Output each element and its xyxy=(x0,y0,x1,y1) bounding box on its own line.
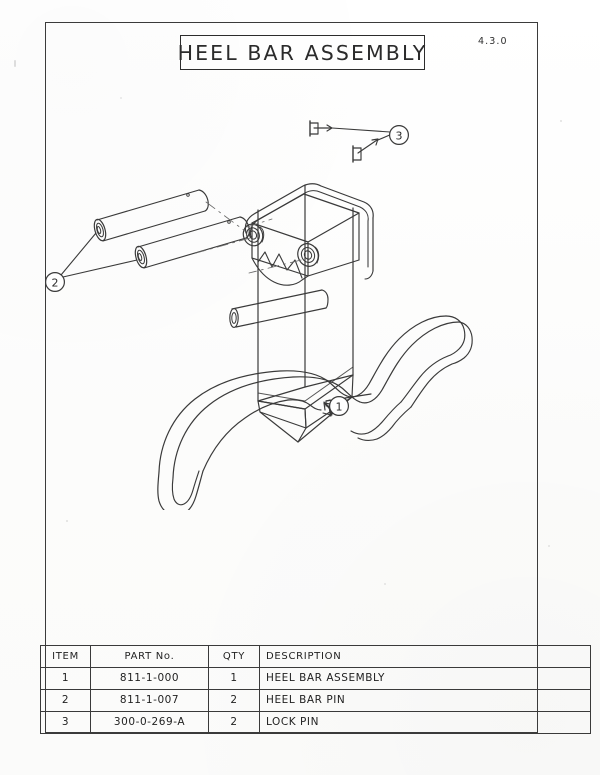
cell-qty: 2 xyxy=(208,711,260,734)
column-header-part-no: PART No. xyxy=(90,645,209,668)
assembly-drawing: 3 2 xyxy=(46,90,536,510)
table-row: 3 300-0-269-A 2 LOCK PIN xyxy=(40,711,591,734)
assembly-centerlines xyxy=(195,201,302,274)
cell-part-no: 300-0-269-A xyxy=(90,711,209,734)
callout-3: 3 xyxy=(331,124,410,145)
cell-item: 2 xyxy=(40,689,91,712)
column-header-item: ITEM xyxy=(40,645,91,668)
vertical-column xyxy=(257,184,354,443)
page-title: HEEL BAR ASSEMBLY xyxy=(177,40,428,65)
cell-item: 1 xyxy=(40,667,91,690)
scan-speck xyxy=(560,120,562,122)
parts-list-table: ITEM PART No. QTY DESCRIPTION 1 811-1-00… xyxy=(40,645,591,734)
scan-speck xyxy=(14,60,16,67)
lock-pin-lower xyxy=(352,138,379,163)
document-number: 4.3.0 xyxy=(478,36,508,47)
heel-bar-pin-lower xyxy=(134,216,250,269)
heel-bar-pin-upper xyxy=(93,189,209,242)
callout-1: 1 xyxy=(322,393,372,417)
cell-description: LOCK PIN xyxy=(259,711,591,734)
column-header-description: DESCRIPTION xyxy=(259,645,591,668)
callout-3-label: 3 xyxy=(396,129,403,142)
cell-part-no: 811-1-000 xyxy=(90,667,209,690)
cell-description: HEEL BAR PIN xyxy=(259,689,591,712)
cell-description: HEEL BAR ASSEMBLY xyxy=(259,667,591,690)
scan-speck xyxy=(548,545,550,547)
callout-2: 2 xyxy=(46,232,138,292)
lock-pin-upper xyxy=(309,120,333,137)
table-row: 1 811-1-000 1 HEEL BAR ASSEMBLY xyxy=(40,667,591,690)
title-box: HEEL BAR ASSEMBLY xyxy=(177,35,428,70)
column-header-qty: QTY xyxy=(208,645,260,668)
callout-2-label: 2 xyxy=(52,276,59,289)
cell-qty: 2 xyxy=(208,689,260,712)
table-header-row: ITEM PART No. QTY DESCRIPTION xyxy=(40,645,591,668)
table-row: 2 811-1-007 2 HEEL BAR PIN xyxy=(40,689,591,712)
heel-bar-base xyxy=(157,315,473,510)
bracket-boss-lower xyxy=(297,243,320,267)
cell-qty: 1 xyxy=(208,667,260,690)
cell-item: 3 xyxy=(40,711,91,734)
cell-part-no: 811-1-007 xyxy=(90,689,209,712)
installed-heel-bar-pin xyxy=(229,289,329,328)
callout-1-label: 1 xyxy=(336,400,343,413)
